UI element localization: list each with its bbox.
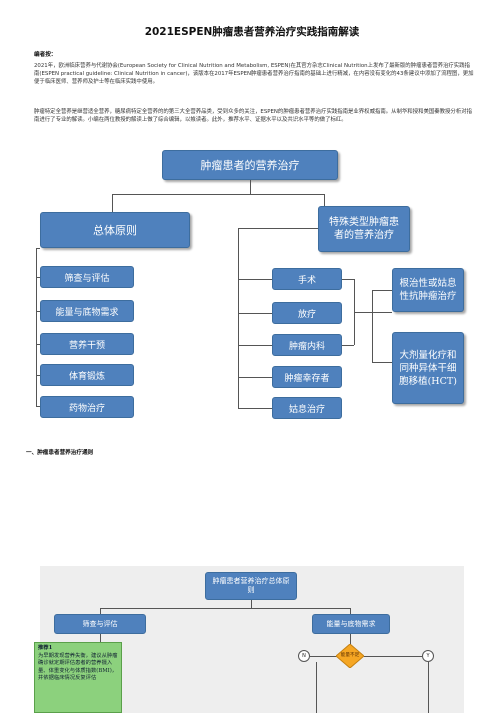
- connector: [36, 248, 40, 249]
- flow-root-box: 肿瘤患者的营养治疗: [162, 150, 338, 180]
- connector: [100, 608, 350, 609]
- connector: [36, 311, 40, 312]
- page-title: 2021ESPEN肿瘤患者营养治疗实践指南解读: [144, 26, 360, 38]
- connector: [36, 406, 40, 407]
- intro-paragraph-2: 肿瘤特定全营养是继营适全营养，糖尿病特定全营养的的第三大全营养品类，受到众多的关…: [34, 109, 472, 123]
- section-heading: 一、肿瘤患者营养治疗通则: [26, 450, 94, 456]
- connector: [238, 377, 272, 378]
- connector: [238, 313, 272, 314]
- connector: [112, 194, 113, 212]
- connector: [324, 194, 325, 206]
- flow2-root-box: 肿瘤患者营养治疗总体原则: [205, 572, 297, 600]
- connector: [342, 279, 354, 280]
- connector: [238, 228, 318, 229]
- connector: [364, 656, 422, 657]
- flow-right-item-surgery: 手术: [272, 268, 342, 290]
- connector: [36, 344, 40, 345]
- decision-diamond-label: 能量不足: [340, 653, 360, 658]
- flow-left-item-screening: 筛查与评估: [40, 266, 134, 288]
- connector: [372, 290, 373, 362]
- flow2-screening-box: 筛查与评估: [54, 614, 146, 634]
- flow2-energy-box: 能量与底物需求: [312, 614, 390, 634]
- principles-flowchart: 肿瘤患者营养治疗总体原则 筛查与评估 能量与底物需求 推荐1 为早期发现营养失衡…: [34, 566, 464, 713]
- connector: [350, 634, 351, 644]
- connector: [350, 608, 351, 614]
- flow-left-item-exercise: 体育锻炼: [40, 364, 134, 386]
- no-node: N: [298, 650, 310, 662]
- yes-node: Y: [422, 650, 434, 662]
- connector: [316, 662, 317, 713]
- connector: [238, 408, 272, 409]
- flow-left-item-drug: 药物治疗: [40, 396, 134, 418]
- flow-right-item-palliative: 姑息治疗: [272, 397, 342, 419]
- connector: [238, 279, 272, 280]
- connector: [238, 228, 239, 408]
- decision-diamond: [336, 644, 364, 668]
- flow-special-types-box: 特殊类型肿瘤患者的营养治疗: [318, 206, 410, 252]
- recommendation-1-title: 推荐1: [38, 645, 53, 651]
- recommendation-1-text: 为早期发现营养失衡，建议从肿瘤确诊就定期评估患者的营养摄入量、体重变化与体质指数…: [38, 652, 118, 682]
- connector: [310, 656, 338, 657]
- connector: [238, 345, 272, 346]
- connector: [372, 290, 392, 291]
- flow-right-item-oncology: 肿瘤内科: [272, 334, 342, 356]
- connector: [354, 312, 392, 313]
- recommendation-1-box: 推荐1 为早期发现营养失衡，建议从肿瘤确诊就定期评估患者的营养摄入量、体重变化与…: [34, 642, 122, 713]
- flow-side-box-hct: 大剂量化疗和同种异体干细胞移植(HCT): [392, 332, 464, 404]
- connector: [36, 375, 40, 376]
- flow-side-box-curative: 根治性或姑息性抗肿瘤治疗: [392, 268, 464, 312]
- connector: [342, 345, 354, 346]
- intro-paragraph-1: 2021年，欧洲临床营养与代谢协会(European Society for C…: [34, 63, 474, 85]
- connector: [36, 248, 37, 406]
- connector: [251, 600, 252, 608]
- flow-left-item-energy: 能量与底物需求: [40, 300, 134, 322]
- editor-note-label: 编者按：: [34, 52, 57, 58]
- connector: [100, 608, 101, 614]
- flow-right-item-survivors: 肿瘤幸存者: [272, 366, 342, 388]
- connector: [372, 362, 392, 363]
- connector: [112, 194, 324, 195]
- connector: [36, 277, 40, 278]
- flow-right-item-radiotherapy: 放疗: [272, 302, 342, 324]
- connector: [428, 662, 429, 713]
- flow-left-item-intervention: 营养干预: [40, 333, 134, 355]
- connector: [250, 180, 251, 194]
- connector: [100, 634, 101, 642]
- flow-general-principles-box: 总体原则: [40, 212, 190, 248]
